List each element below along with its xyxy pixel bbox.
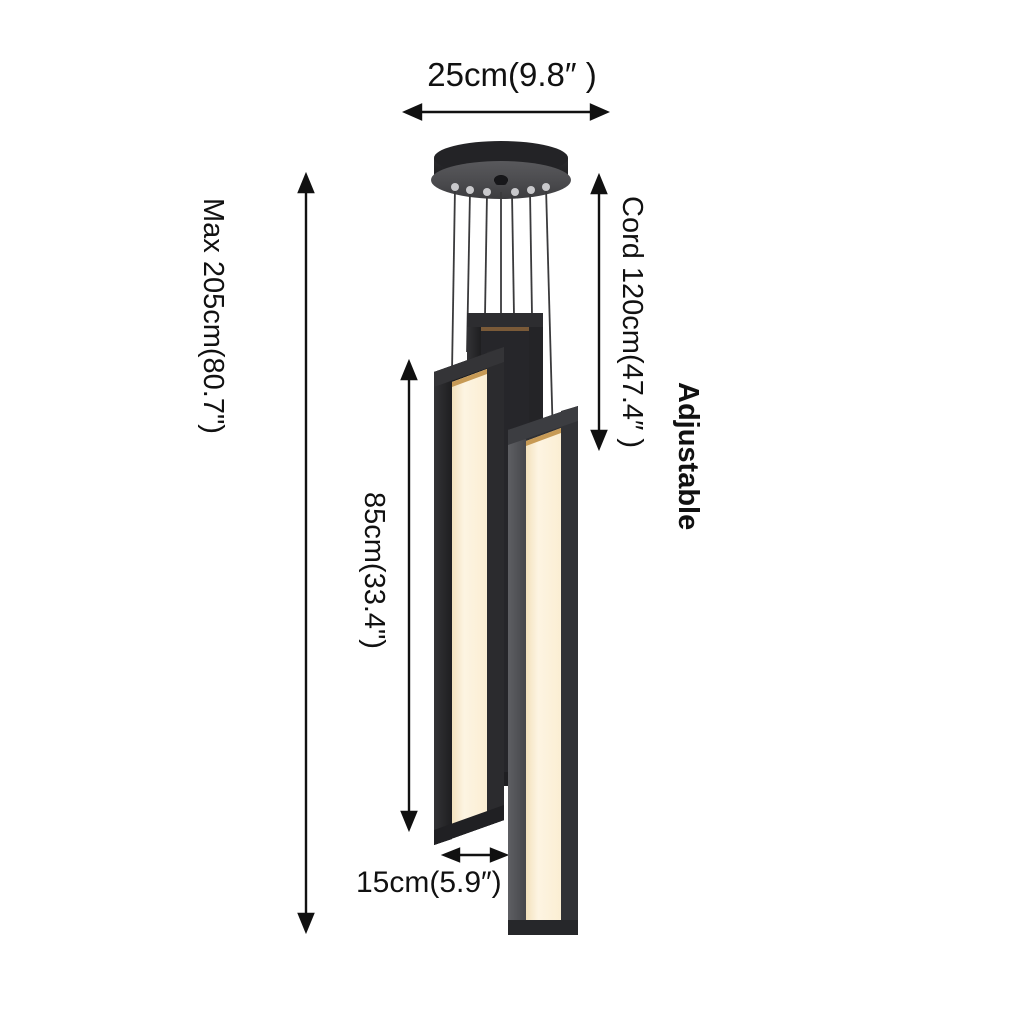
dimension-cord-length <box>590 172 608 452</box>
dimension-depth-bottom <box>440 847 510 863</box>
ceiling-canopy <box>431 141 571 199</box>
label-cord-length: Cord 120cm(47.4″ ) <box>616 196 648 449</box>
dimension-drop-height <box>400 358 418 833</box>
label-bar-length: 85cm(33.4") <box>358 492 390 649</box>
label-canopy-width: 25cm(9.8″ ) <box>427 56 597 93</box>
label-bar-depth: 15cm(5.9″) <box>356 866 502 899</box>
light-bar-front-left-foot <box>434 347 504 845</box>
cord-mounts <box>451 183 550 196</box>
label-max-height: Max 205cm(80.7") <box>197 198 229 434</box>
label-adjustable-note: Adjustable <box>672 382 704 531</box>
dimension-lines <box>297 103 610 935</box>
light-bar-front-right <box>508 406 578 935</box>
dimension-width-top <box>402 103 610 121</box>
dimension-max-height <box>297 171 315 935</box>
